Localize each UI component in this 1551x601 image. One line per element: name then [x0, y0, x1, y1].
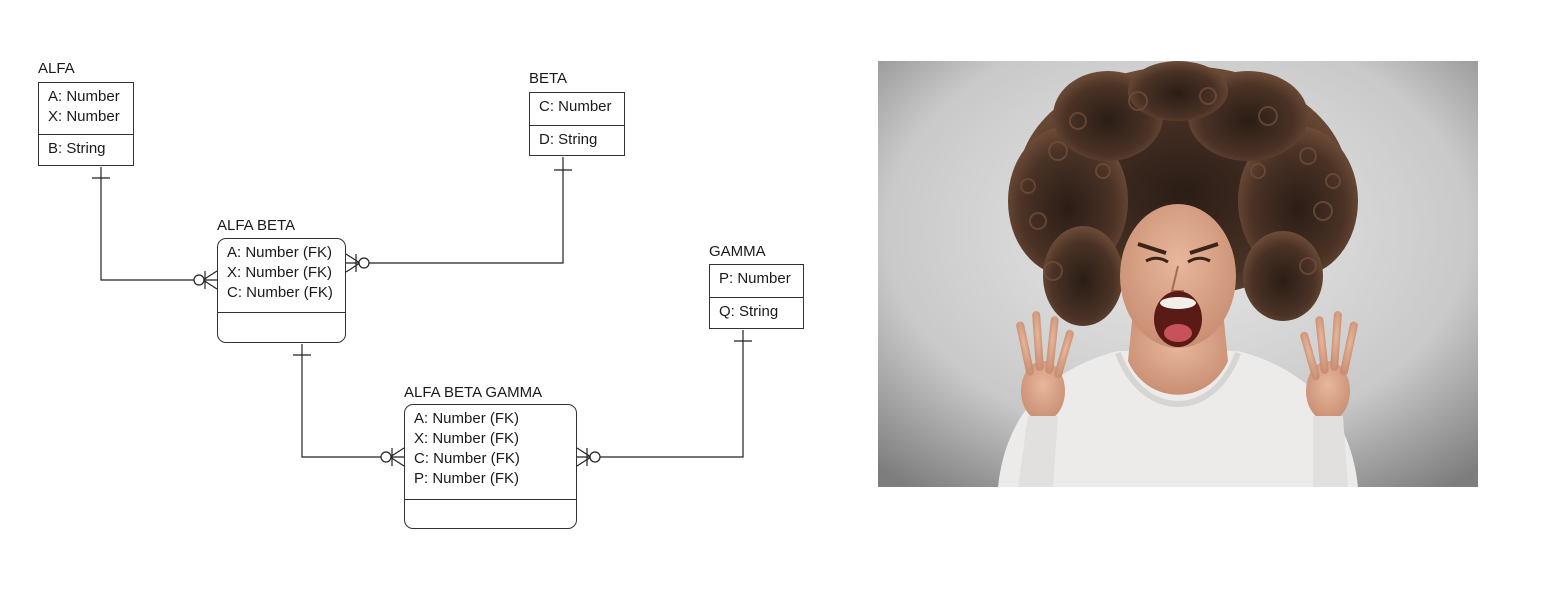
entity-alfa-beta[interactable]: A: Number (FK) X: Number (FK) C: Number … — [217, 238, 346, 343]
entity-alfa-beta-gamma-attrs — [405, 499, 576, 508]
attr-row: C: Number (FK) — [414, 450, 520, 467]
attr-row: C: Number — [539, 98, 612, 115]
rel-alfa-beta-alfa-beta-gamma — [293, 344, 405, 467]
attr-row: P: Number (FK) — [414, 470, 520, 487]
attr-row: X: Number (FK) — [414, 430, 520, 447]
attr-row: Q: String — [719, 303, 779, 320]
screaming-woman-photo — [878, 61, 1478, 487]
rel-alfa-alfa-beta — [92, 167, 218, 290]
attr-row: A: Number (FK) — [227, 244, 333, 261]
attr-row: X: Number — [48, 108, 120, 125]
entity-beta-attrs: D: String — [530, 125, 624, 154]
entity-title-beta: BETA — [529, 70, 568, 87]
entity-title-alfa-beta: ALFA BETA — [217, 217, 296, 234]
entity-alfa-beta-attrs — [218, 312, 345, 321]
entity-alfa-keys: A: Number X: Number — [39, 83, 133, 134]
entity-beta-keys: C: Number — [530, 93, 624, 125]
entity-title-alfa-beta-gamma: ALFA BETA GAMMA — [404, 384, 543, 401]
relationship-lines — [92, 157, 752, 467]
attr-row: D: String — [539, 131, 598, 148]
attr-row: C: Number (FK) — [227, 284, 333, 301]
attr-row: A: Number (FK) — [414, 410, 520, 427]
entity-title-gamma: GAMMA — [709, 243, 766, 260]
entity-title-alfa: ALFA — [38, 60, 75, 77]
rel-beta-alfa-beta — [345, 157, 572, 273]
entity-alfa[interactable]: A: Number X: Number B: String — [38, 82, 134, 166]
entity-gamma[interactable]: P: Number Q: String — [709, 264, 804, 329]
entity-alfa-attrs: B: String — [39, 134, 133, 163]
entity-gamma-attrs: Q: String — [710, 297, 803, 326]
attr-row: B: String — [48, 140, 106, 157]
entity-alfa-beta-keys: A: Number (FK) X: Number (FK) C: Number … — [218, 239, 345, 312]
attr-row: P: Number — [719, 270, 791, 287]
entity-gamma-keys: P: Number — [710, 265, 803, 297]
attr-row: X: Number (FK) — [227, 264, 333, 281]
entity-alfa-beta-gamma-keys: A: Number (FK) X: Number (FK) C: Number … — [405, 405, 576, 499]
attr-row: A: Number — [48, 88, 120, 105]
entity-beta[interactable]: C: Number D: String — [529, 92, 625, 156]
rel-gamma-alfa-beta-gamma — [576, 330, 752, 467]
entity-alfa-beta-gamma[interactable]: A: Number (FK) X: Number (FK) C: Number … — [404, 404, 577, 529]
